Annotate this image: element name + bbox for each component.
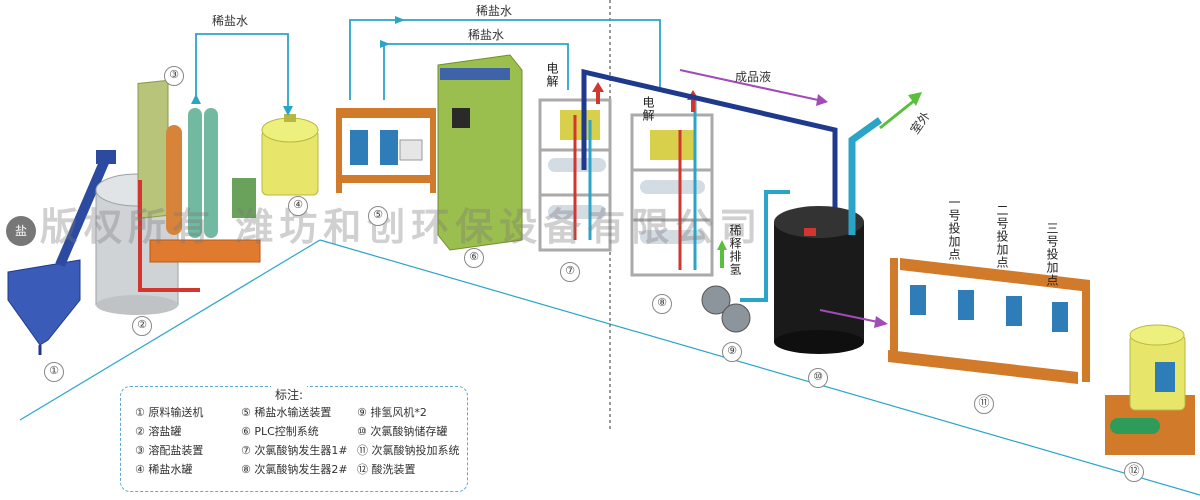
number-label-4: ④ (288, 196, 308, 216)
watermark-text: 版权所有 潍坊和创环保设备有限公司 (40, 205, 764, 249)
legend-item-4: ④ 稀盐水罐 (135, 463, 193, 476)
number-label-9: ⑨ (722, 342, 742, 362)
legend-item-12: ⑫ 酸洗装置 (357, 463, 416, 476)
brine-delivery-unit (336, 108, 436, 193)
number-label-1: ① (44, 362, 64, 382)
green-up-arrow (717, 240, 727, 268)
hypochlorite-storage-tank (774, 117, 883, 354)
vlabel-dose-3: 三号投加点 (1045, 222, 1059, 287)
plc-cabinet (437, 54, 523, 251)
arrow-down-4 (283, 106, 293, 116)
salt-preparation-unit (137, 79, 261, 292)
vlabel-electrolysis-1: 电解 (545, 62, 559, 88)
number-label-11: ⑪ (974, 394, 994, 414)
vlabel-dilute-exhaust: 稀释排氢 (728, 224, 742, 276)
hypochlorite-generator-2 (630, 100, 714, 277)
number-label-3: ③ (164, 66, 184, 86)
legend-item-11: ⑪ 次氯酸钠投加系统 (357, 444, 460, 457)
hypochlorite-dosing-system (888, 258, 1090, 384)
arrow-up-3 (191, 94, 201, 104)
vlabel-dose-1: 一号投加点 (947, 196, 961, 261)
legend-item-1: ① 原料输送机 (135, 406, 204, 419)
number-label-6: ⑥ (464, 248, 484, 268)
flow-label-brine-mid-bottom: 稀盐水 (468, 28, 505, 42)
flow-label-product: 成品液 (735, 70, 772, 84)
legend-item-5: ⑤ 稀盐水输送装置 (241, 406, 332, 419)
vlabel-dose-2: 二号投加点 (995, 204, 1009, 269)
flow-label-brine-mid-top: 稀盐水 (476, 4, 513, 18)
hypochlorite-generator-1 (538, 98, 612, 252)
legend-item-6: ⑥ PLC控制系统 (241, 425, 319, 438)
legend-item-10: ⑩ 次氯酸钠储存罐 (357, 425, 448, 438)
legend-box: 标注: ① 原料输送机 ② 溶盐罐 ③ 溶配盐装置 ④ 稀盐水罐 ⑤ 稀盐水输送… (120, 386, 468, 492)
number-label-5: ⑤ (368, 206, 388, 226)
product-pipe (581, 68, 838, 222)
salt-badge: 盐 (6, 216, 36, 246)
floor-outline (19, 0, 1200, 496)
number-label-2: ② (132, 316, 152, 336)
legend-column-1: ① 原料输送机 ② 溶盐罐 ③ 溶配盐装置 ④ 稀盐水罐 (135, 403, 203, 479)
legend-title: 标注: (271, 386, 308, 403)
legend-item-8: ⑧ 次氯酸钠发生器2# (241, 463, 348, 476)
number-label-8: ⑧ (652, 294, 672, 314)
brine-pipe-1 (195, 33, 289, 108)
legend-column-2: ⑤ 稀盐水输送装置 ⑥ PLC控制系统 ⑦ 次氯酸钠发生器1# ⑧ 次氯酸钠发生… (241, 403, 348, 479)
legend-item-2: ② 溶盐罐 (135, 425, 182, 438)
gas-arrow-2 (687, 90, 699, 112)
gas-arrow-1 (592, 82, 604, 104)
acid-washing-device (1105, 324, 1195, 455)
number-label-12: ⑫ (1124, 462, 1144, 482)
legend-item-3: ③ 溶配盐装置 (135, 444, 204, 457)
dilute-brine-tank (261, 114, 319, 196)
vlabel-electrolysis-2: 电解 (641, 96, 655, 122)
legend-item-9: ⑨ 排氢风机*2 (357, 406, 427, 419)
salt-conveyor (7, 150, 116, 355)
legend-column-3: ⑨ 排氢风机*2 ⑩ 次氯酸钠储存罐 ⑪ 次氯酸钠投加系统 ⑫ 酸洗装置 (357, 403, 460, 479)
legend-item-7: ⑦ 次氯酸钠发生器1# (241, 444, 348, 457)
flow-label-brine-top: 稀盐水 (212, 14, 249, 28)
hydrogen-exhaust-fans (701, 190, 790, 333)
number-label-10: ⑩ (808, 368, 828, 388)
brine-pipes-top (349, 19, 661, 100)
number-label-7: ⑦ (560, 262, 580, 282)
